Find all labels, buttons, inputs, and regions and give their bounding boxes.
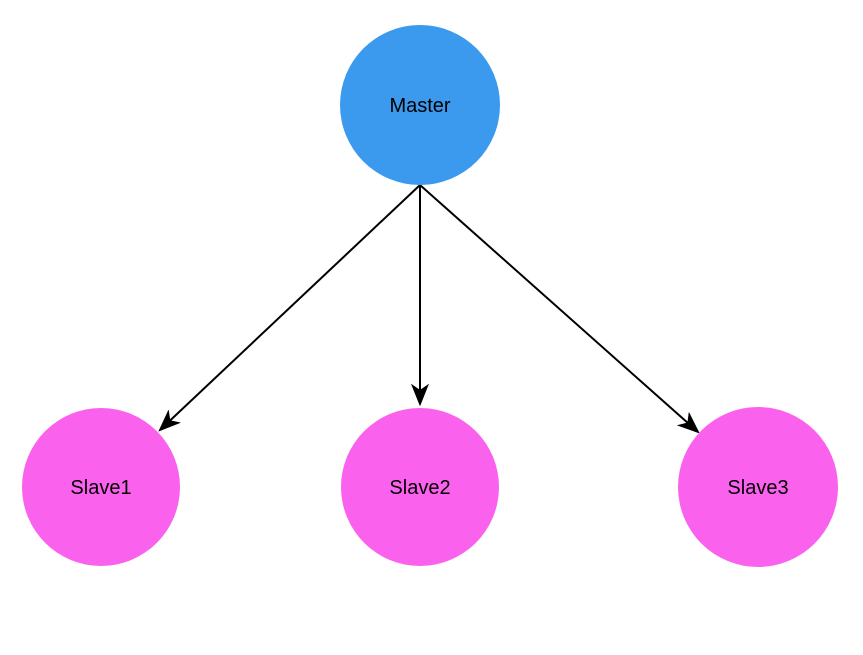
node-slave1: Slave1 — [22, 408, 180, 566]
master-circle — [340, 25, 500, 185]
node-slave3: Slave3 — [678, 407, 838, 567]
slave3-circle — [678, 407, 838, 567]
edges — [160, 184, 698, 432]
slave1-circle — [22, 408, 180, 566]
edge-master-to-slave3 — [419, 184, 698, 432]
slave1-label: Slave1 — [70, 477, 131, 499]
slave2-circle — [341, 408, 499, 566]
node-slave2: Slave2 — [341, 408, 499, 566]
master-label: Master — [389, 95, 450, 117]
edge-master-to-slave1 — [160, 184, 421, 430]
slave2-label: Slave2 — [389, 477, 450, 499]
node-master: Master — [340, 25, 500, 185]
slave3-label: Slave3 — [727, 477, 788, 499]
